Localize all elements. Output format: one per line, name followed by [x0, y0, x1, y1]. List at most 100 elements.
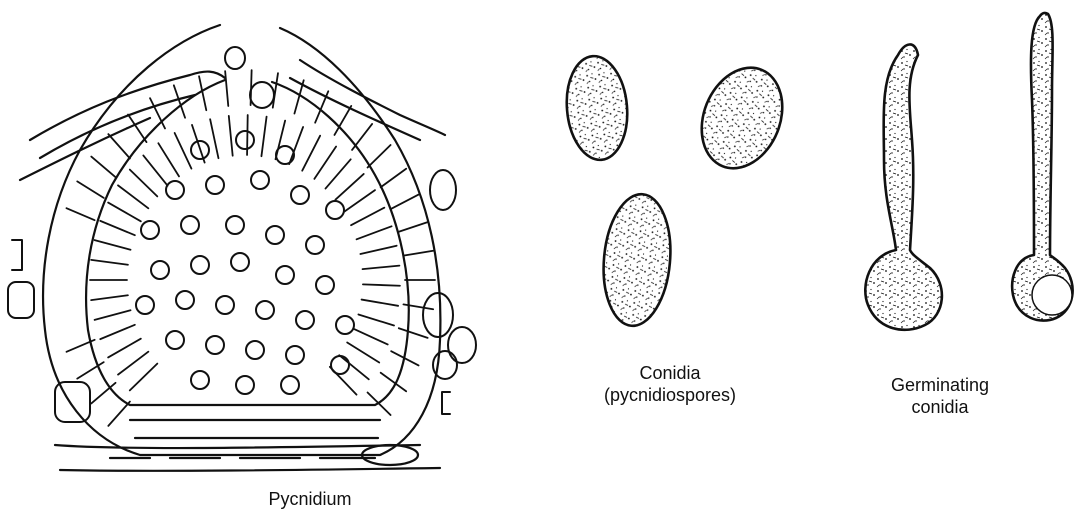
conidiophore	[118, 185, 148, 208]
host-tissue-below	[55, 445, 440, 471]
conidiophore	[335, 174, 363, 200]
germinating-conidium-2	[1012, 13, 1072, 321]
cavity-conidium	[166, 181, 184, 199]
conidia-label-line1: Conidia	[560, 362, 780, 384]
conidiophore	[362, 300, 399, 306]
wall-cell-division	[399, 222, 428, 232]
wall-cell-division	[352, 124, 372, 150]
conidiophore	[91, 295, 128, 300]
conidiophore	[100, 221, 135, 235]
wall-cell-division	[381, 169, 406, 188]
germinating-label-line2: conidia	[840, 396, 1040, 418]
conidia-label: Conidia (pycnidiospores)	[560, 362, 780, 406]
cavity-conidium	[306, 236, 324, 254]
cavity-conidium	[251, 171, 269, 189]
conidiophore	[229, 116, 233, 156]
cavity-conidium	[236, 376, 254, 394]
conidiophore	[289, 127, 303, 164]
conidiophore	[358, 314, 394, 325]
conidiophore	[302, 136, 320, 171]
pycnidium-outer-wall	[43, 25, 440, 455]
conidiophore	[95, 240, 131, 250]
conidiophore	[100, 325, 135, 339]
cavity-conidium	[316, 276, 334, 294]
cavity-conidium	[246, 341, 264, 359]
cavity-conidium	[176, 291, 194, 309]
conidiophore	[158, 143, 179, 176]
cavity-conidium	[291, 186, 309, 204]
conidium-2	[687, 56, 796, 181]
wall-cell-division	[174, 85, 185, 117]
conidiophore	[108, 203, 141, 222]
cavity-conidium	[326, 201, 344, 219]
conidiophore	[95, 310, 131, 320]
wall-cell-division	[91, 157, 115, 178]
wall-cell-division	[128, 115, 146, 143]
wall-cell-division	[368, 145, 391, 167]
germinating-label-line1: Germinating	[840, 374, 1040, 396]
cavity-conidium	[231, 253, 249, 271]
wall-cell-division	[91, 383, 115, 404]
wall-cell-division	[391, 195, 418, 209]
cavity-conidium	[276, 146, 294, 164]
cavity-conidium	[276, 266, 294, 284]
cavity-conidia	[136, 131, 354, 394]
conidiophore	[357, 226, 392, 239]
conidiophore	[344, 190, 375, 212]
conidiophore	[351, 208, 384, 226]
conidia-label-line2: (pycnidiospores)	[560, 384, 780, 406]
cavity-conidium	[191, 256, 209, 274]
cavity-conidium	[336, 316, 354, 334]
germinating-conidia-label: Germinating conidia	[840, 374, 1040, 418]
conidiophore	[108, 339, 141, 358]
cavity-conidium	[296, 311, 314, 329]
conidium-3	[598, 191, 675, 328]
cavity-conidium	[331, 356, 349, 374]
conidiophore	[325, 159, 350, 188]
cavity-conidium	[226, 216, 244, 234]
cavity-conidium	[281, 376, 299, 394]
cavity-conidium	[236, 131, 254, 149]
germinating-conidium-1	[865, 44, 942, 329]
germinating-conidia-drawing	[865, 13, 1072, 330]
conidiophore	[347, 343, 379, 363]
cavity-conidium	[256, 301, 274, 319]
conidiophore	[363, 266, 400, 269]
conidiophore	[360, 246, 396, 254]
pycnidium-label: Pycnidium	[210, 488, 410, 510]
conidiophore	[339, 355, 369, 379]
cavity-conidium	[136, 296, 154, 314]
conidiophore	[130, 170, 157, 197]
cavity-conidium	[191, 371, 209, 389]
cavity-conidium	[286, 346, 304, 364]
conidiophore	[175, 133, 192, 169]
wall-cell-division	[403, 251, 433, 256]
wall-cell-division	[108, 402, 130, 426]
wall-cell-division	[399, 328, 428, 338]
cavity-conidium	[141, 221, 159, 239]
host-cells	[8, 47, 476, 422]
cavity-conidium	[151, 261, 169, 279]
conidiophore	[143, 155, 167, 185]
wall-cell-division	[225, 71, 228, 106]
conidiophore	[354, 329, 388, 345]
pycnidium-drawing	[8, 25, 476, 471]
conidia-drawing	[563, 54, 797, 329]
conidiophore	[118, 352, 148, 375]
cavity-conidium	[216, 296, 234, 314]
wall-cell-division	[108, 134, 130, 158]
conidium-1	[563, 54, 632, 163]
conidiophore	[130, 364, 157, 391]
conidiophore	[363, 284, 400, 285]
cavity-conidium	[206, 176, 224, 194]
cavity-conidium	[206, 336, 224, 354]
conidiophore	[210, 119, 218, 158]
cavity-conidium	[266, 226, 284, 244]
cavity-conidium	[166, 331, 184, 349]
conidiophore	[314, 147, 336, 179]
conidiophore	[91, 260, 128, 265]
wall-cell-division	[77, 181, 103, 197]
wall-cell-division	[66, 208, 94, 220]
conidiophore	[261, 117, 266, 157]
